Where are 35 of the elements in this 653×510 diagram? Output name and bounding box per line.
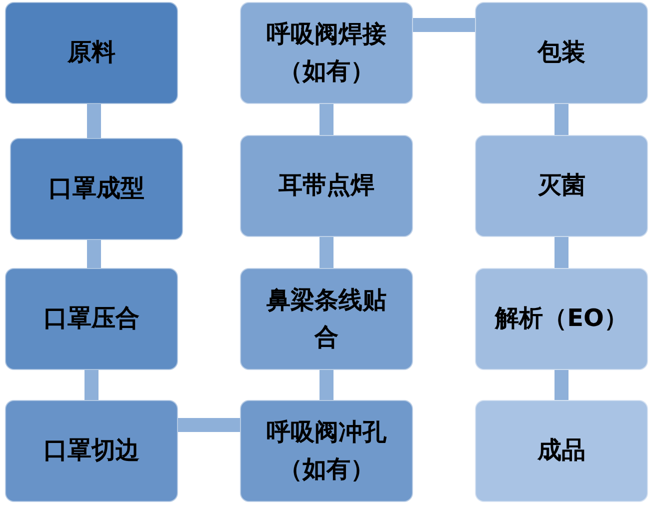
step-label: 呼吸阀冲孔（如有）	[266, 416, 388, 485]
step-label: 灭菌	[536, 170, 586, 202]
connector-bar	[320, 237, 334, 268]
process-box	[240, 2, 413, 104]
connector-bar	[87, 104, 101, 138]
process-box	[10, 138, 183, 240]
connector-bar	[554, 237, 568, 268]
connector-bar	[554, 104, 568, 135]
process-box	[5, 400, 178, 502]
process-box	[240, 268, 413, 370]
step-label: 口罩压合	[42, 303, 140, 334]
process-box	[475, 135, 648, 237]
step-label: 成品	[536, 435, 586, 466]
connector-bar	[178, 418, 240, 432]
step-label: 口罩切边	[42, 435, 140, 466]
process-box	[240, 400, 413, 502]
connector-bar	[87, 240, 101, 268]
connector-bar	[413, 18, 475, 32]
step-label: 包装	[536, 37, 586, 68]
process-box	[240, 135, 413, 237]
process-box	[475, 2, 648, 104]
process-box	[475, 268, 648, 370]
process-box	[475, 400, 648, 502]
connector-bar	[554, 370, 568, 400]
step-label: 耳带点焊	[278, 170, 376, 202]
process-box	[5, 268, 178, 370]
step-label: 原料	[66, 37, 116, 68]
step-label: 鼻梁条线贴合	[266, 284, 388, 353]
step-label: 呼吸阀焊接（如有）	[266, 18, 388, 87]
connector-bar	[84, 370, 98, 400]
process-box	[5, 2, 178, 104]
step-label: 口罩成型	[48, 173, 146, 204]
connector-bar	[320, 104, 334, 135]
step-label: 解析（EO）	[494, 303, 629, 334]
connector-bar	[320, 370, 334, 400]
